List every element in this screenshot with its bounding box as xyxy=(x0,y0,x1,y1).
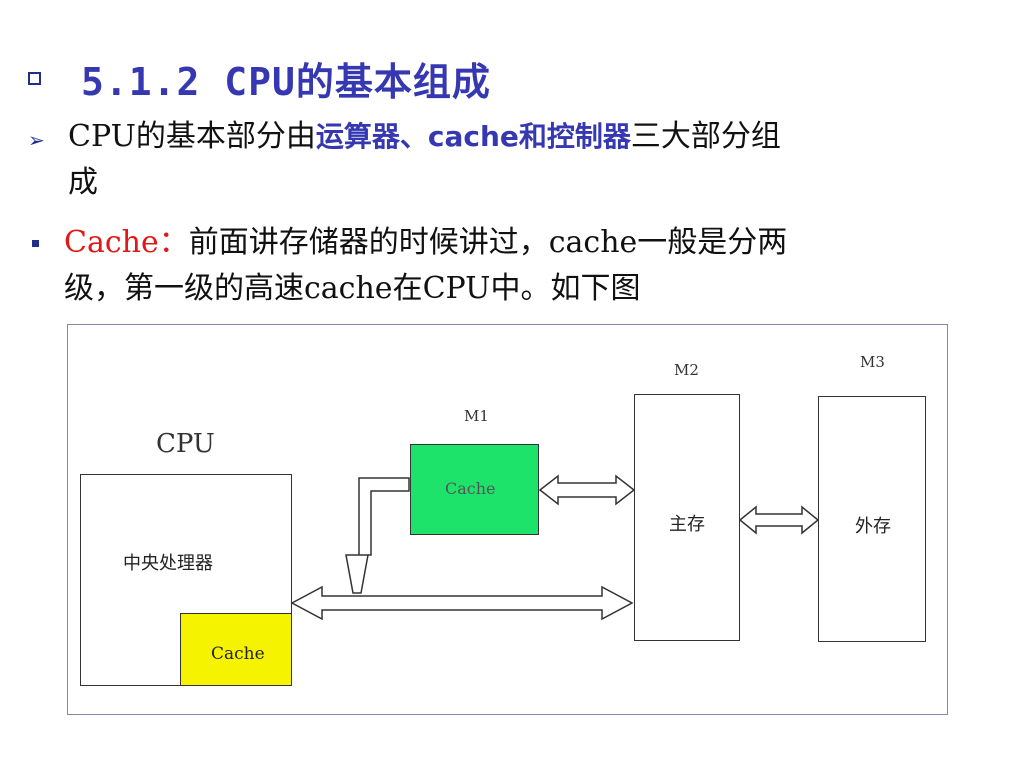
cpu-label: CPU xyxy=(156,429,215,459)
external-storage-box: 外存 xyxy=(818,396,926,642)
bullet-2-line-2: 级，第一级的高速cache在CPU中。如下图 xyxy=(64,271,641,306)
heading-title: 5.1.2 CPU的基本组成 xyxy=(81,59,491,104)
main-memory-box: 主存 xyxy=(634,394,740,641)
square-bullet-icon xyxy=(32,240,39,247)
cpu-cache-diagram: CPU 中央处理器 Cache M1 Cache M2 主存 M3 外存 xyxy=(67,324,948,715)
m1-cache-text: Cache xyxy=(445,479,496,498)
bullet-1-prefix: CPU的基本部分由 xyxy=(68,119,316,154)
cpu-cache-text: Cache xyxy=(211,644,265,664)
cpu-box-text: 中央处理器 xyxy=(123,553,213,574)
m1-label: M1 xyxy=(464,407,489,425)
bullet-2-highlight: Cache： xyxy=(64,225,189,260)
m2-label: M2 xyxy=(674,361,699,379)
bullet-1-suffix: 三大部分组 xyxy=(630,119,781,154)
m2-m3-double-arrow xyxy=(738,505,820,535)
bullet-2-line-1: Cache：前面讲存储器的时候讲过，cache一般是分两 xyxy=(64,222,787,264)
l-shaped-arrow xyxy=(345,477,410,594)
hollow-square-bullet-icon xyxy=(28,71,41,85)
bullet-1-line-1: CPU的基本部分由运算器、cache和控制器三大部分组 xyxy=(68,116,781,158)
m3-label: M3 xyxy=(860,353,885,371)
bullet-2-text: 前面讲存储器的时候讲过，cache一般是分两 xyxy=(188,225,788,260)
external-storage-text: 外存 xyxy=(855,516,891,537)
main-memory-text: 主存 xyxy=(669,514,705,535)
m1-m2-double-arrow xyxy=(538,474,636,506)
arrow-bullet-icon: ➢ xyxy=(28,128,45,152)
m1-cache-box: Cache xyxy=(410,444,539,535)
slide-heading: 5.1.2 CPU的基本组成 xyxy=(28,48,491,108)
cpu-cache-box: Cache xyxy=(180,613,292,686)
bullet-1-line-2: 成 xyxy=(68,165,98,200)
bus-double-arrow xyxy=(290,585,634,621)
bullet-1-highlight: 运算器、cache和控制器 xyxy=(315,120,631,153)
